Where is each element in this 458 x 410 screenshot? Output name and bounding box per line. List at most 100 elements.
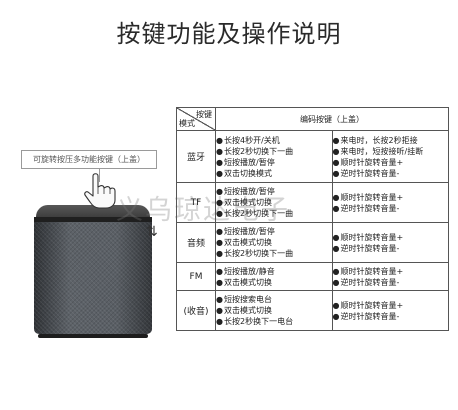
bullet-icon: ● <box>216 249 223 258</box>
function-item: ●来电时，长按2秒拒接 <box>333 135 449 146</box>
function-item: ●双击模式切换 <box>216 305 332 316</box>
bullet-icon: ● <box>216 146 223 156</box>
bullet-icon: ● <box>216 306 223 315</box>
function-text: 顺时针旋转音量+ <box>340 232 404 242</box>
mode-cell: FM <box>176 262 216 291</box>
left-functions-cell: ●短按搜索电台●双击模式切换●长按2秒换下一电台 <box>215 290 333 331</box>
function-table: 按键 模式 编码按键（上盖） 蓝牙●长按4秒开/关机●长按2秒切换下一曲●短按播… <box>176 107 449 331</box>
function-text: 长按2秒切换下一曲 <box>224 209 294 218</box>
right-functions-cell: ●来电时，长按2秒拒接●来电时，短按接听/挂断●顺时针旋转音量+●逆时针旋转音量… <box>331 130 449 183</box>
bullet-icon: ● <box>216 135 223 145</box>
function-item: ●顺时针旋转音量+ <box>333 232 449 243</box>
bullet-icon: ● <box>332 146 340 156</box>
bullet-icon: ● <box>332 203 340 213</box>
function-item: ●顺时针旋转音量+ <box>333 266 449 277</box>
function-item: ●长按2秒切换下一曲 <box>216 208 332 219</box>
function-text: 双击模式切换 <box>224 198 272 207</box>
function-text: 长按2秒换下一电台 <box>224 317 294 326</box>
function-item: ●来电时，短按接听/挂断 <box>333 146 449 157</box>
knob-callout-label: 可旋转按压多功能按键（上盖） <box>21 150 157 169</box>
function-item: ●短按播放/暂停 <box>216 157 332 168</box>
function-item: ●双击切换模式 <box>216 168 332 179</box>
function-text: 短按播放/暂停 <box>224 227 275 236</box>
mode-cell: 音频 <box>176 222 216 263</box>
function-text: 短按播放/暂停 <box>224 187 275 196</box>
function-text: 顺时针旋转音量+ <box>340 157 404 167</box>
function-text: 短按搜索电台 <box>224 295 272 304</box>
function-item: ●长按2秒切换下一曲 <box>216 248 332 259</box>
function-text: 双击切换模式 <box>224 168 272 178</box>
table-row: 蓝牙●长按4秒开/关机●长按2秒切换下一曲●短按播放/暂停●双击切换模式●来电时… <box>176 130 449 183</box>
function-text: 长按4秒开/关机 <box>224 135 280 145</box>
function-item: ●逆时针旋转音量- <box>333 168 449 179</box>
bullet-icon: ● <box>332 192 340 202</box>
function-item: ●逆时针旋转音量- <box>333 277 449 288</box>
right-functions-cell: ●顺时针旋转音量+●逆时针旋转音量- <box>331 290 449 331</box>
bullet-icon: ● <box>332 168 340 178</box>
header-corner-cell: 按键 模式 <box>176 107 216 131</box>
speaker-illustration <box>34 205 152 338</box>
bullet-icon: ● <box>332 300 340 310</box>
function-text: 逆时针旋转音量- <box>340 243 400 253</box>
table-row: 音频●短按播放/暂停●双击模式切换●长按2秒切换下一曲●顺时针旋转音量+●逆时针… <box>176 222 449 263</box>
function-text: 逆时针旋转音量- <box>340 203 400 213</box>
function-text: 短按播放/暂停 <box>224 157 275 167</box>
mode-cell: 蓝牙 <box>176 130 216 183</box>
function-item: ●逆时针旋转音量- <box>333 243 449 254</box>
bullet-icon: ● <box>216 198 223 207</box>
bullet-icon: ● <box>216 209 223 218</box>
speaker-fabric-body <box>34 222 152 334</box>
function-item: ●逆时针旋转音量- <box>333 311 449 322</box>
speaker-top-cap <box>36 205 150 219</box>
function-item: ●顺时针旋转音量+ <box>333 192 449 203</box>
function-item: ●逆时针旋转音量- <box>333 203 449 214</box>
speaker-base <box>38 334 148 338</box>
header-mode-label: 模式 <box>179 119 195 128</box>
function-text: 长按2秒切换下一曲 <box>224 249 294 258</box>
header-encoder-label: 编码按键（上盖） <box>215 107 449 131</box>
bullet-icon: ● <box>216 227 223 236</box>
function-item: ●短按播放/暂停 <box>216 226 332 237</box>
function-text: 来电时，长按2秒拒接 <box>340 135 418 145</box>
bullet-icon: ● <box>332 277 340 287</box>
bullet-icon: ● <box>332 232 340 242</box>
bullet-icon: ● <box>216 187 223 196</box>
callout-leader-line <box>99 168 100 182</box>
table-row: (收音)●短按搜索电台●双击模式切换●长按2秒换下一电台●顺时针旋转音量+●逆时… <box>176 290 449 331</box>
page-title: 按键功能及操作说明 <box>116 20 342 48</box>
bullet-icon: ● <box>332 311 340 321</box>
bullet-icon: ● <box>216 157 223 167</box>
function-text: 双击模式切换 <box>224 306 272 315</box>
left-functions-cell: ●短按播放/暂停●双击模式切换●长按2秒切换下一曲 <box>215 222 333 263</box>
function-text: 双击模式切换 <box>224 277 272 287</box>
pressing-hand-icon <box>84 173 116 209</box>
function-item: ●长按2秒换下一电台 <box>216 316 332 327</box>
function-item: ●双击模式切换 <box>216 237 332 248</box>
bullet-icon: ● <box>332 135 340 145</box>
function-text: 逆时针旋转音量- <box>340 311 400 321</box>
function-text: 双击模式切换 <box>224 238 272 247</box>
left-functions-cell: ●短按播放/静音●双击模式切换 <box>215 262 333 291</box>
header-key-label: 按键 <box>196 110 212 119</box>
bullet-icon: ● <box>216 317 223 326</box>
function-text: 顺时针旋转音量+ <box>340 192 404 202</box>
bullet-icon: ● <box>216 295 223 304</box>
function-text: 顺时针旋转音量+ <box>340 300 404 310</box>
function-item: ●短按搜索电台 <box>216 294 332 305</box>
function-item: ●短按播放/暂停 <box>216 186 332 197</box>
bullet-icon: ● <box>216 238 223 247</box>
left-functions-cell: ●短按播放/暂停●双击模式切换●长按2秒切换下一曲 <box>215 182 333 223</box>
right-functions-cell: ●顺时针旋转音量+●逆时针旋转音量- <box>331 262 449 291</box>
rotate-arrows-icon: ⇅ <box>146 224 158 240</box>
function-item: ●短按播放/静音 <box>216 266 332 277</box>
right-functions-cell: ●顺时针旋转音量+●逆时针旋转音量- <box>331 182 449 223</box>
table-row: TF●短按播放/暂停●双击模式切换●长按2秒切换下一曲●顺时针旋转音量+●逆时针… <box>176 182 449 223</box>
mode-cell: TF <box>176 182 216 223</box>
bullet-icon: ● <box>216 168 223 178</box>
function-text: 来电时，短按接听/挂断 <box>340 146 424 156</box>
function-text: 顺时针旋转音量+ <box>340 266 404 276</box>
function-text: 逆时针旋转音量- <box>340 277 400 287</box>
right-functions-cell: ●顺时针旋转音量+●逆时针旋转音量- <box>331 222 449 263</box>
left-functions-cell: ●长按4秒开/关机●长按2秒切换下一曲●短按播放/暂停●双击切换模式 <box>215 130 333 183</box>
function-item: ●双击模式切换 <box>216 277 332 288</box>
